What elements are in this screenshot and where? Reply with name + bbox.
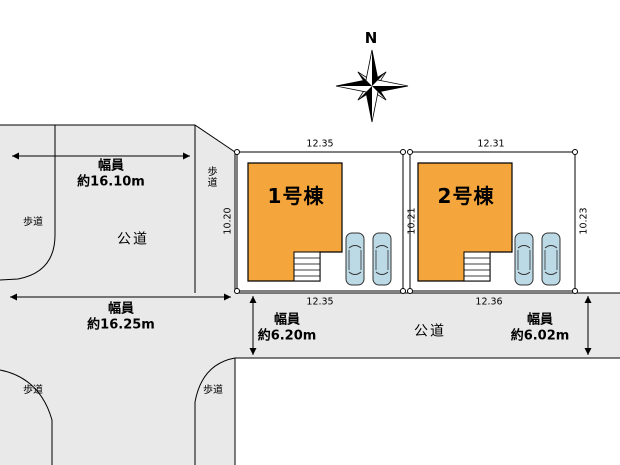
building-2-label: 2号棟 <box>437 184 495 208</box>
compass-north-icon <box>335 49 409 123</box>
lot-corner-markers <box>234 149 578 294</box>
stairs-1-icon <box>293 251 321 282</box>
car-icon <box>372 232 392 286</box>
lower-west-curb-curve <box>0 369 53 465</box>
bottom-road-name: 公道 <box>414 323 446 340</box>
bottom-road-width-left: 幅員 約6.20m <box>258 312 317 343</box>
car-icon <box>345 232 365 286</box>
lot1-dim-bottom: 12.35 <box>306 296 334 308</box>
left-sidewalk-curb <box>0 125 56 281</box>
sidewalk-label-top-right: 歩道 <box>205 166 216 188</box>
lower-east-curb-curve <box>194 357 236 465</box>
bottom-road-edges <box>234 292 620 465</box>
width-value: 約6.20m <box>257 328 317 343</box>
width-prefix: 幅員 <box>526 312 553 328</box>
left-road-width-bottom: 幅員 約16.25m <box>87 301 155 332</box>
car-icon <box>541 232 561 286</box>
width-value: 約6.02m <box>510 328 570 343</box>
lot1-dim-right: 10.21 <box>406 207 418 235</box>
width-prefix: 幅員 <box>273 312 300 328</box>
sidewalk-label-bottom-right: 歩道 <box>203 385 223 396</box>
compass-north-label: N <box>364 29 378 47</box>
lot1-dim-top: 12.35 <box>306 138 334 150</box>
width-prefix: 幅員 <box>107 301 135 317</box>
width-prefix: 幅員 <box>97 158 125 174</box>
left-road-width-top: 幅員 約16.10m <box>77 158 145 189</box>
width-value: 約16.25m <box>87 317 155 332</box>
left-road-area <box>0 125 195 293</box>
left-road-name: 公道 <box>117 231 149 248</box>
bottom-road-width-right: 幅員 約6.02m <box>511 312 570 343</box>
lower-left-road-area <box>0 358 235 465</box>
lot2-dim-right: 10.23 <box>578 207 590 235</box>
car-icon <box>514 232 534 286</box>
stairs-2-icon <box>463 251 491 282</box>
left-road-sidewalk-strip <box>195 125 235 293</box>
width-value: 約16.10m <box>77 174 145 189</box>
lot1-dim-left: 10.20 <box>222 207 234 235</box>
building-1-label: 1号棟 <box>267 184 325 208</box>
sidewalk-label-top-left: 歩道 <box>23 217 43 228</box>
left-road-edges <box>0 124 236 293</box>
lot2-dim-bottom: 12.36 <box>475 296 503 308</box>
lot2-dim-top: 12.31 <box>477 138 505 150</box>
sidewalk-label-bottom-left: 歩道 <box>23 385 43 396</box>
bottom-road-area <box>0 293 620 358</box>
